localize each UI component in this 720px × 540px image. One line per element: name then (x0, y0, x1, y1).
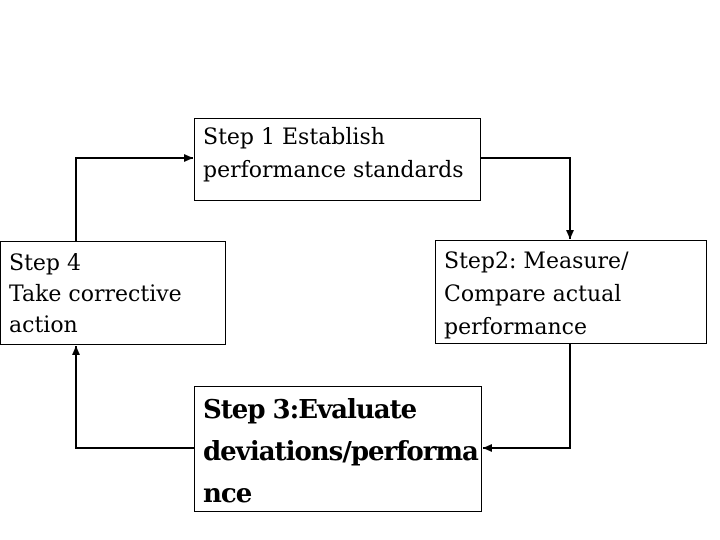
step-1-box: Step 1 Establish performance standards (194, 118, 481, 201)
step-4-line-2: Take corrective (9, 282, 182, 307)
step-4-line-1: Step 4 (9, 251, 82, 276)
connector-step4-to-step1 (75, 154, 193, 241)
step-3-line-3: nce (203, 479, 252, 509)
step-2-line-2: Compare actual (444, 282, 622, 307)
step-2-line-3: performance (444, 315, 588, 340)
step-3-line-1: Step 3:Evaluate (203, 395, 417, 425)
step-2-line-1: Step2: Measure/ (444, 249, 629, 274)
step-1-line-1: Step 1 Establish (203, 125, 385, 150)
step-3-box: Step 3:Evaluate deviations/performa nce (194, 386, 482, 512)
step-4-line-3: action (9, 313, 78, 338)
connector-step3-to-step4 (72, 346, 194, 449)
step-1-line-2: performance standards (203, 158, 464, 183)
step-4-box: Step 4 Take corrective action (0, 241, 226, 345)
connector-step1-to-step2 (481, 157, 574, 239)
step-3-line-2: deviations/performa (203, 437, 479, 467)
connector-step2-to-step3 (483, 344, 571, 452)
step-2-box: Step2: Measure/ Compare actual performan… (435, 240, 707, 344)
